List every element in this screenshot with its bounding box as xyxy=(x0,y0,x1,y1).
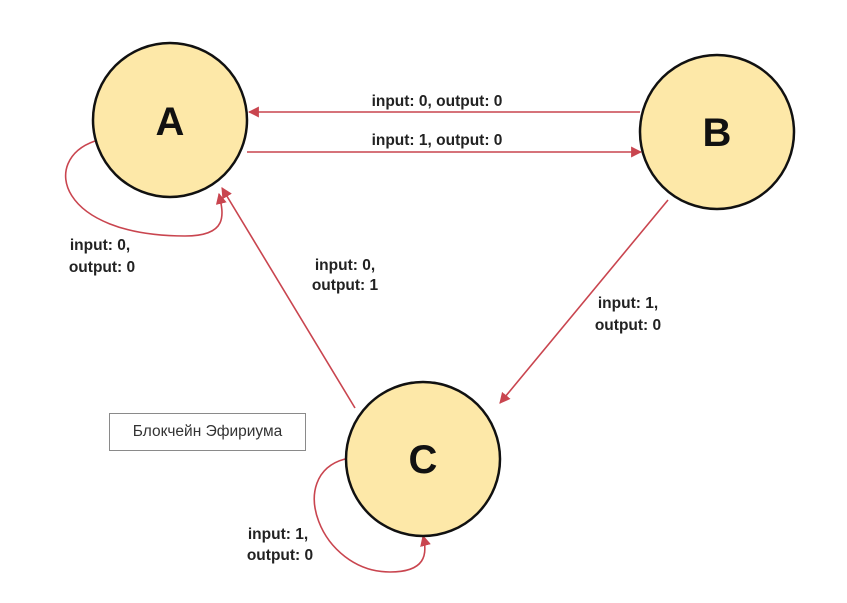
edges xyxy=(64,106,669,573)
edge-c-self-loop xyxy=(313,458,431,573)
caption-box: Блокчейн Эфириума xyxy=(109,413,306,451)
edge-label-a-to-b: input: 1, output: 0 xyxy=(372,132,503,149)
edge-label-c-self-line2: output: 0 xyxy=(247,547,313,564)
node-a: A xyxy=(91,41,249,199)
edge-label-c-to-a-line1: input: 0, xyxy=(315,257,375,274)
edge-label-b-to-c-line2: output: 0 xyxy=(595,317,661,334)
edge-label-b-to-c-line1: input: 1, xyxy=(598,295,658,312)
node-b-label: B xyxy=(703,111,732,155)
edge-c-to-a xyxy=(221,187,356,409)
node-c-label: C xyxy=(409,438,438,482)
caption-text: Блокчейн Эфириума xyxy=(132,423,283,440)
edge-label-c-self-line1: input: 1, xyxy=(248,526,308,543)
edge-label-a-self-line1: input: 0, xyxy=(70,237,130,254)
edge-b-to-c xyxy=(499,199,669,404)
node-c: C xyxy=(344,380,502,538)
edge-a-self-loop xyxy=(64,140,227,237)
node-b: B xyxy=(638,53,796,211)
node-a-label: A xyxy=(156,100,185,144)
edge-label-a-self-line2: output: 0 xyxy=(69,259,135,276)
edge-label-b-to-a: input: 0, output: 0 xyxy=(372,93,503,110)
edge-label-c-to-a-line2: output: 1 xyxy=(312,277,379,294)
